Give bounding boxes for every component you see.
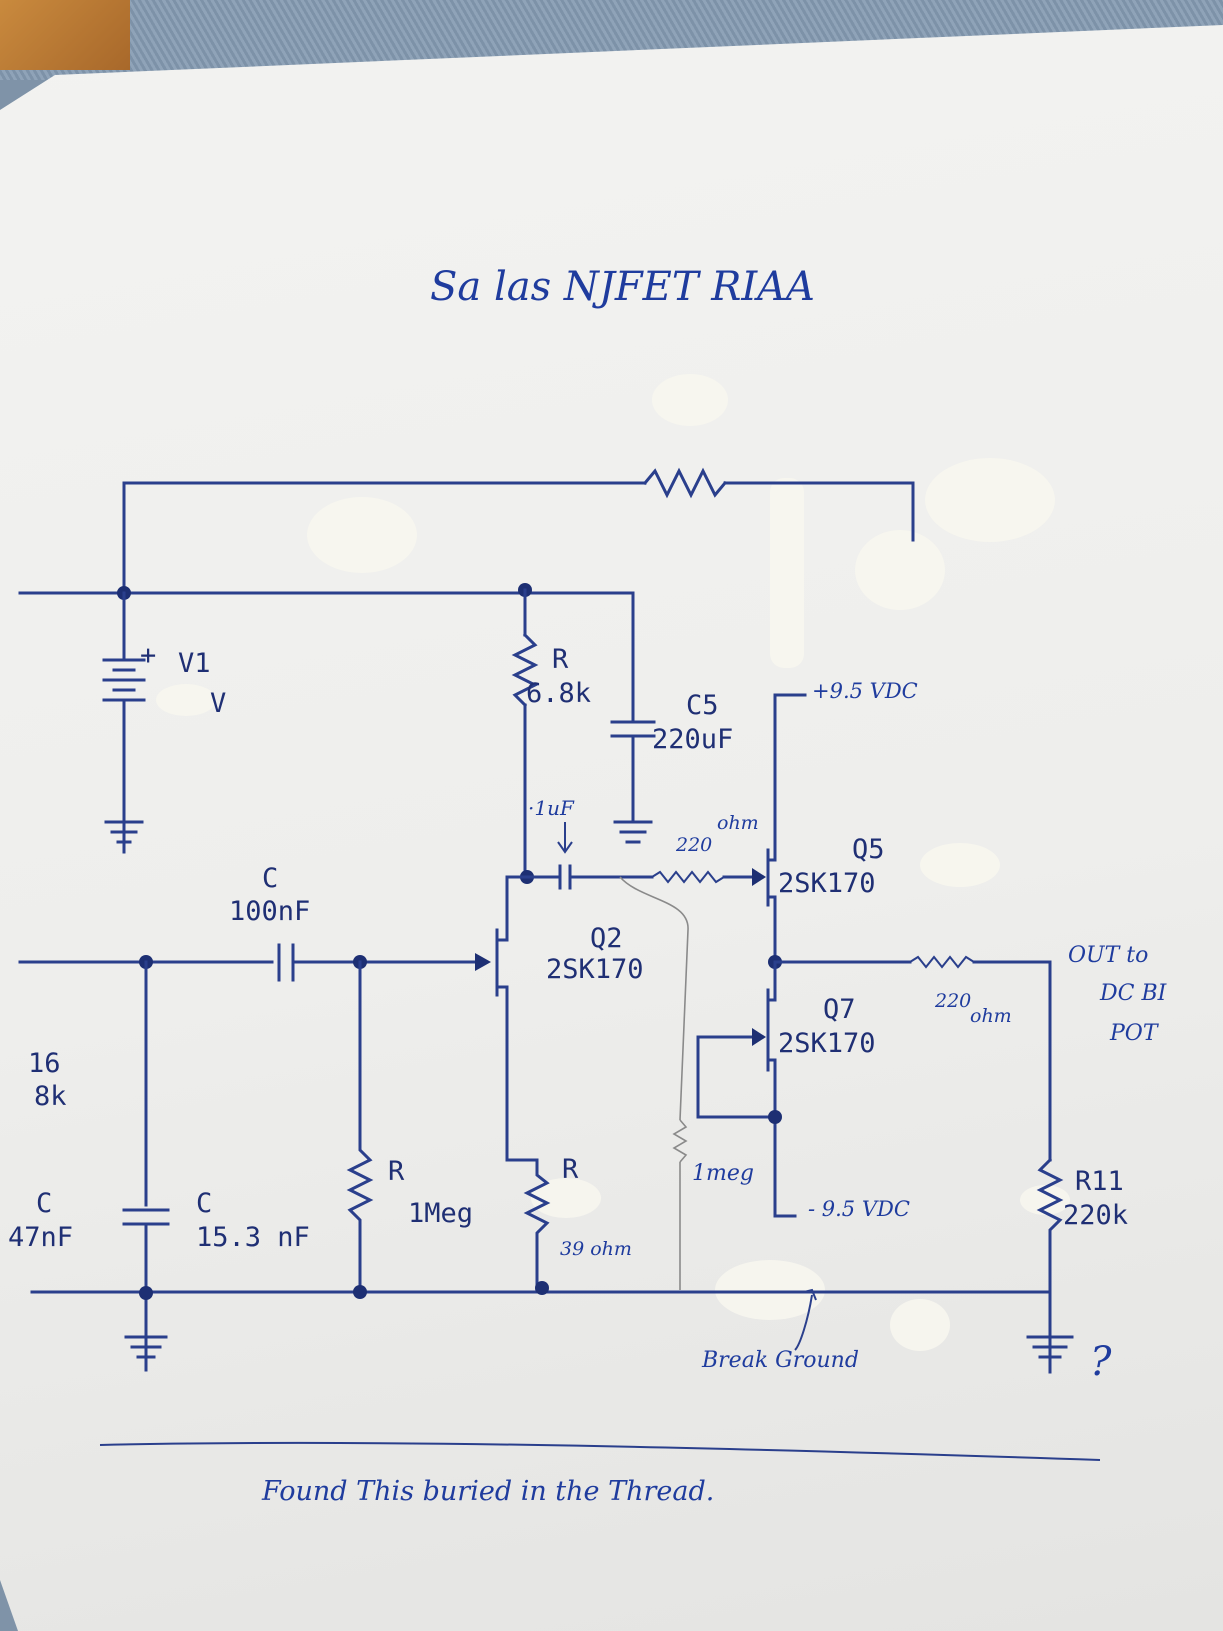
q2-part: 2SK170 — [546, 954, 644, 985]
correction-blots — [156, 374, 1070, 1351]
v1-unit-label: V — [210, 688, 226, 719]
r-220-gate-value: 220 — [675, 834, 712, 856]
out-label-line2: DC BI — [1099, 981, 1168, 1006]
r-220-out-value: 220 — [934, 990, 971, 1012]
q2-ref: Q2 — [590, 923, 623, 954]
resistor-220-out — [909, 955, 975, 969]
capacitor-c5 — [610, 703, 656, 844]
r-39-value: 39 ohm — [560, 1238, 632, 1260]
capacitor-100nf — [18, 943, 491, 982]
c-100nf-value: 100nF — [229, 896, 310, 927]
svg-text:+: + — [140, 640, 156, 671]
arrow-icon — [557, 822, 573, 854]
plus-supply-label: +9.5 VDC — [812, 679, 918, 703]
diagram-title: Sa las NJFET RIAA — [430, 264, 815, 310]
question-mark: ? — [1090, 1339, 1112, 1385]
ground-symbol-output — [1026, 1293, 1074, 1374]
feedback-loop — [122, 467, 915, 595]
resistor-39-ohm — [505, 1158, 551, 1292]
c-47nf-ref: C — [36, 1188, 52, 1219]
minus-supply-label: - 9.5 VDC — [808, 1197, 910, 1221]
wood-table-corner — [0, 0, 130, 70]
r-220-out-ohm: ohm — [970, 1005, 1012, 1027]
c-15nf-value: 15.3 nF — [196, 1222, 310, 1253]
pencil-resistor-1meg — [619, 876, 689, 1290]
left-partial-value: 8k — [34, 1081, 67, 1112]
resistor-1meg — [346, 960, 374, 1292]
out-label-line3: POT — [1109, 1021, 1160, 1046]
c5-ref: C5 — [686, 690, 719, 721]
q7-part: 2SK170 — [778, 1028, 876, 1059]
transistor-q7 — [696, 960, 797, 1218]
cap-01uf-label: ·1uF — [528, 796, 575, 820]
r11-ref: R11 — [1075, 1166, 1124, 1197]
r-39-ref: R — [562, 1154, 579, 1185]
c-100nf-ref: C — [262, 863, 278, 894]
c-47nf-value: 47nF — [8, 1222, 73, 1253]
ground-symbol-input — [124, 1335, 168, 1372]
r-6k8-ref: R — [552, 644, 569, 675]
footer-rule — [99, 1441, 1101, 1461]
r-1meg-hand-label: 1meg — [692, 1161, 754, 1186]
output-right-wire — [972, 960, 1052, 1162]
q5-part: 2SK170 — [778, 868, 876, 899]
break-arrow-icon — [794, 1288, 817, 1351]
left-partial-ref: 16 — [28, 1048, 61, 1079]
footer-note: Found This buried in the Thread. — [261, 1476, 714, 1507]
r-1meg-ref: R — [388, 1156, 405, 1187]
r-220-gate-ohm: ohm — [717, 812, 759, 834]
r-1meg-value: 1Meg — [408, 1198, 473, 1229]
transistor-q5 — [766, 693, 807, 964]
top-rail — [18, 591, 635, 707]
q5-ref: Q5 — [852, 834, 885, 865]
transistor-q2 — [495, 875, 529, 1162]
resistor-6k8 — [511, 588, 539, 877]
capacitor-47nf — [122, 960, 170, 1337]
resistor-220-gate — [651, 868, 766, 886]
r-6k8-value: 6.8k — [526, 678, 591, 709]
q7-ref: Q7 — [823, 994, 856, 1025]
r11-value: 220k — [1063, 1200, 1128, 1231]
resistor-r11 — [1036, 1157, 1064, 1297]
battery-v1: + — [102, 591, 156, 822]
c-15nf-ref: C — [196, 1188, 212, 1219]
out-label-line1: OUT to — [1068, 943, 1148, 968]
capacitor-01uf — [525, 864, 654, 890]
c5-value: 220uF — [652, 724, 733, 755]
break-ground-label: Break Ground — [701, 1348, 859, 1373]
v1-label: V1 — [178, 648, 211, 679]
ground-symbol-battery — [104, 820, 144, 854]
